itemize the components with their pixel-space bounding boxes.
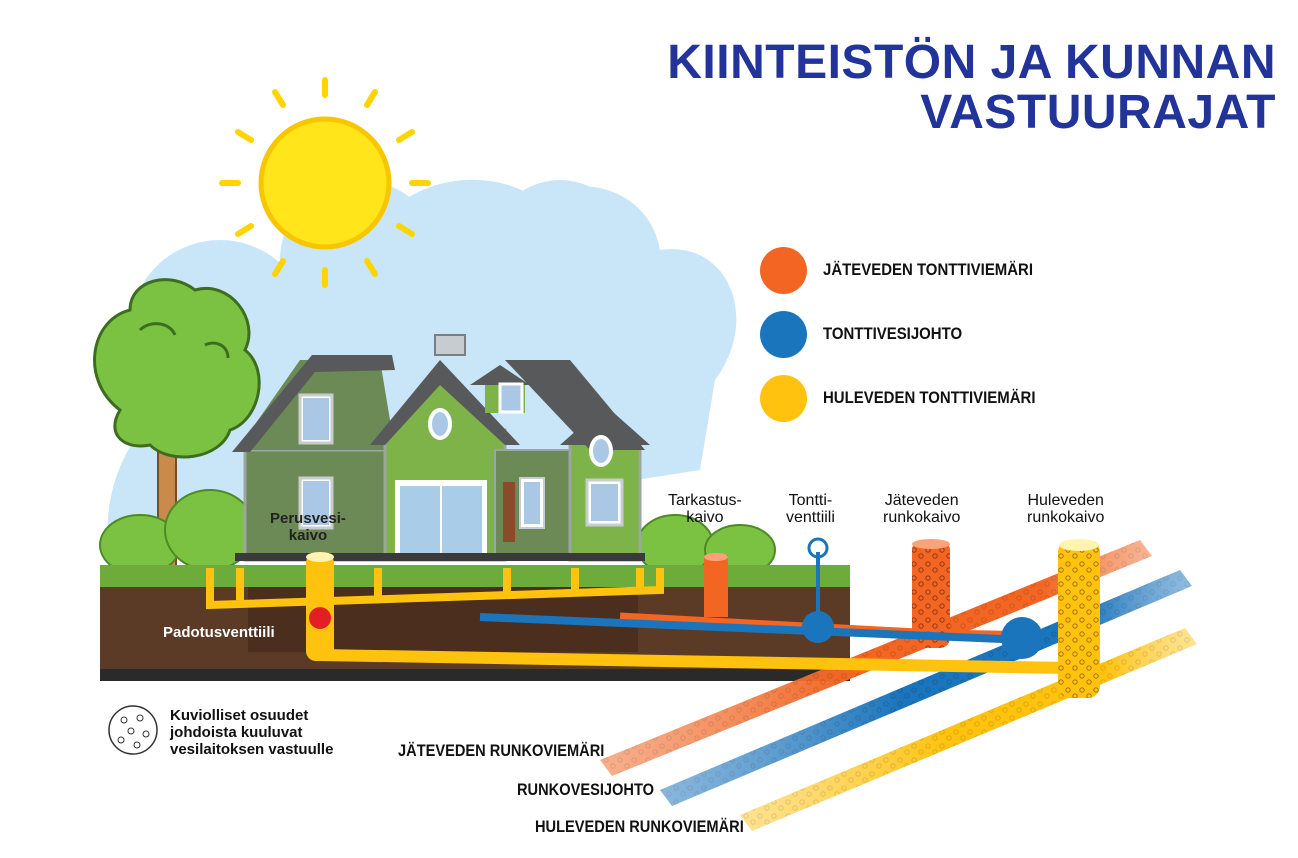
label-tarkastuskaivo: Tarkastus- kaivo (668, 492, 742, 526)
water-pipes (479, 537, 1043, 659)
legend: JÄTEVEDEN TONTTIVIEMÄRI TONTTIVESIJOHTO … (760, 247, 1180, 439)
label-tonttiventtiili: Tontti- venttiili (786, 492, 835, 526)
page-title: KIINTEISTÖN JA KUNNAN VASTUURAJAT (667, 38, 1276, 138)
legend-item-hulevesi: HULEVEDEN TONTTIVIEMÄRI (760, 375, 1180, 439)
legend-swatch (760, 247, 807, 294)
legend-swatch (760, 375, 807, 422)
title-line-2: VASTUURAJAT (920, 86, 1276, 139)
pattern-note: Kuviolliset osuudet johdoista kuuluvat v… (170, 707, 334, 758)
legend-label: TONTTIVESIJOHTO (823, 324, 963, 343)
label-jatevedenrunkoviemari: JÄTEVEDEN RUNKOVIEMÄRI (398, 741, 605, 760)
legend-item-vesijohto: TONTTIVESIJOHTO (760, 311, 1180, 375)
label-jatevedenrunkokaivo: Jäteveden runkokaivo (883, 492, 961, 526)
label-runkovesijohto: RUNKOVESIJOHTO (517, 780, 655, 799)
label-perusvesikaivo: Perusvesi- kaivo (270, 510, 346, 544)
house (232, 334, 650, 562)
label-padotusventtiili: Padotusventtiili (163, 624, 275, 641)
pattern-symbol-icon (108, 705, 158, 755)
sun-icon (219, 77, 431, 288)
label-hulevedenrunkokaivo: Huleveden runkokaivo (1027, 492, 1105, 526)
stormwater-pipes (206, 539, 1100, 698)
legend-item-jatevesi: JÄTEVEDEN TONTTIVIEMÄRI (760, 247, 1180, 311)
legend-label: JÄTEVEDEN TONTTIVIEMÄRI (823, 260, 1034, 279)
legend-swatch (760, 311, 807, 358)
label-hulevedenrunkoviemari: HULEVEDEN RUNKOVIEMÄRI (535, 817, 744, 836)
title-line-1: KIINTEISTÖN JA KUNNAN (667, 36, 1276, 89)
legend-label: HULEVEDEN TONTTIVIEMÄRI (823, 388, 1036, 407)
